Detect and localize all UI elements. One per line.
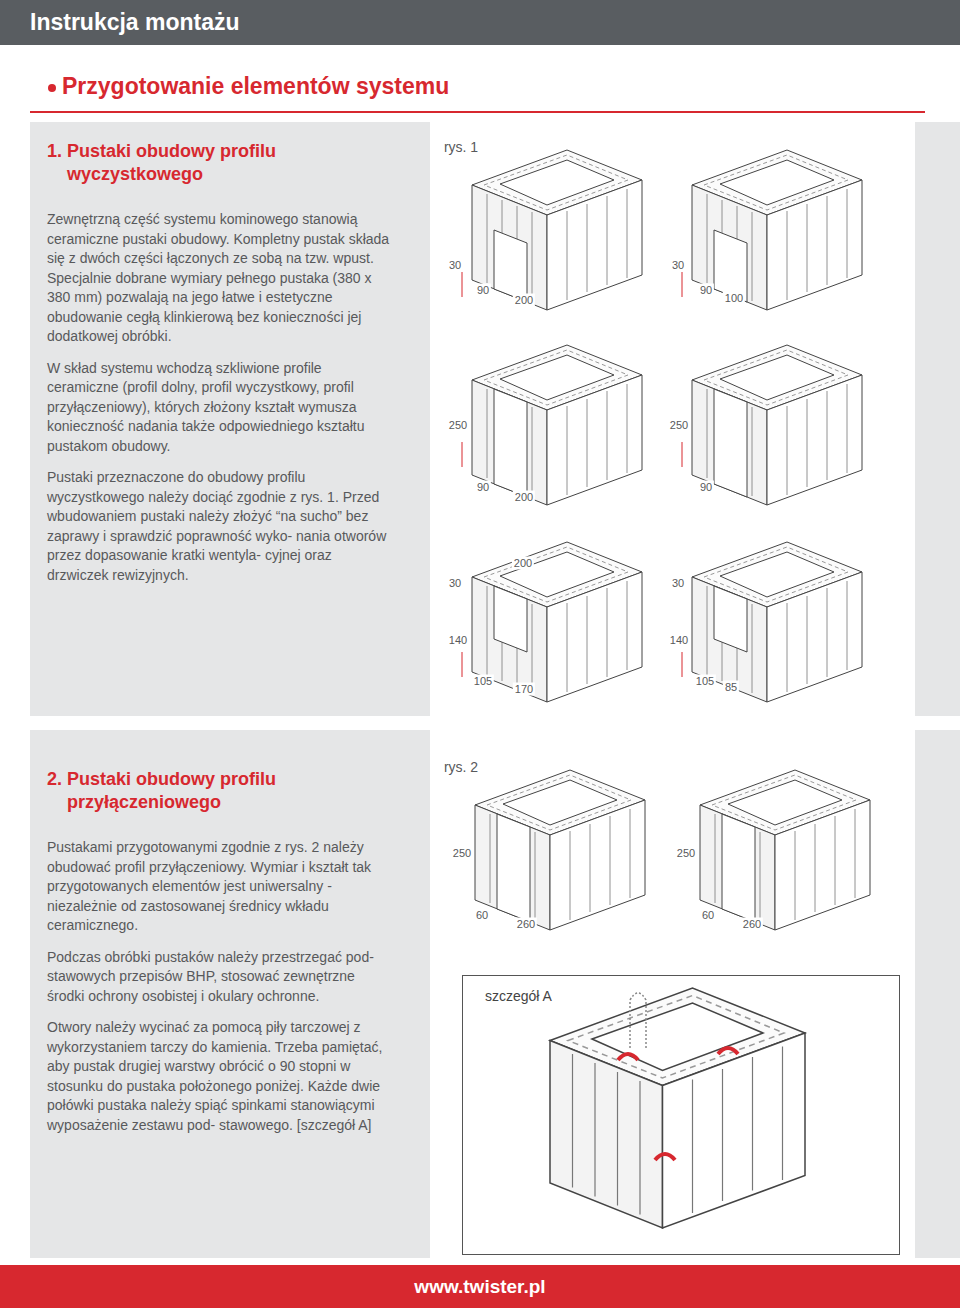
section-panel: 2. Pustaki obudowy profilu przyłączeniow… [30,730,960,1258]
figure-label: rys. 2 [442,759,480,775]
section-heading: 1. Pustaki obudowy profilu wyczystkowego [47,140,317,186]
detail-label: szczegół A [483,988,554,1004]
section-heading: 2. Pustaki obudowy profilu przyłączeniow… [47,768,317,814]
body-paragraph: Zewnętrzną część systemu kominowego stan… [47,210,392,347]
dimension-label: 85 [723,681,739,694]
dimension-label: 170 [513,683,535,696]
dimension-label: 250 [451,847,473,860]
dimension-label: 90 [475,284,491,297]
footer-band: www.twister.pl [0,1265,960,1308]
dimension-label: 60 [474,909,490,922]
dimension-label: 200 [513,491,535,504]
body-paragraph: W skład systemu wchodzą szkliwione profi… [47,359,392,457]
dimension-label: 30 [447,259,463,272]
section-panel: 1. Pustaki obudowy profilu wyczystkowego… [30,122,960,716]
dimension-label: 90 [475,481,491,494]
dimension-label: 105 [472,675,494,688]
dimension-label: 30 [447,577,463,590]
dimension-label: 140 [447,634,469,647]
header-text: Instrukcja montażu [30,9,240,36]
dimension-label: 260 [515,918,537,931]
dimension-label: 250 [447,419,469,432]
bullet [48,84,56,92]
section-title: Przygotowanie elementów systemu [62,73,449,100]
header-band: Instrukcja montażu [0,0,960,45]
dimension-label: 90 [698,481,714,494]
footer-url: www.twister.pl [414,1276,545,1298]
dimension-label: 200 [512,557,534,570]
figure-label: rys. 1 [442,139,480,155]
dimension-label: 250 [675,847,697,860]
dimension-label: 105 [694,675,716,688]
dimension-label: 30 [670,577,686,590]
body-paragraph: Pustakami przygotowanymi zgodnie z rys. … [47,838,392,936]
dimension-label: 100 [723,292,745,305]
dimension-label: 250 [668,419,690,432]
text-column: 2. Pustaki obudowy profilu przyłączeniow… [47,768,392,1147]
dimension-label: 30 [670,259,686,272]
detail-frame: szczegół A [462,975,900,1255]
dimension-label: 260 [741,918,763,931]
body-paragraph: Otwory należy wycinać za pomocą piły tar… [47,1018,392,1135]
dimension-label: 200 [513,294,535,307]
dimension-label: 90 [698,284,714,297]
text-column: 1. Pustaki obudowy profilu wyczystkowego… [47,140,392,597]
body-paragraph: Pustaki przeznaczone do obudowy profilu … [47,468,392,585]
rule-line [30,111,925,113]
dimension-label: 140 [668,634,690,647]
body-paragraph: Podczas obróbki pustaków należy przestrz… [47,948,392,1007]
dimension-label: 60 [700,909,716,922]
